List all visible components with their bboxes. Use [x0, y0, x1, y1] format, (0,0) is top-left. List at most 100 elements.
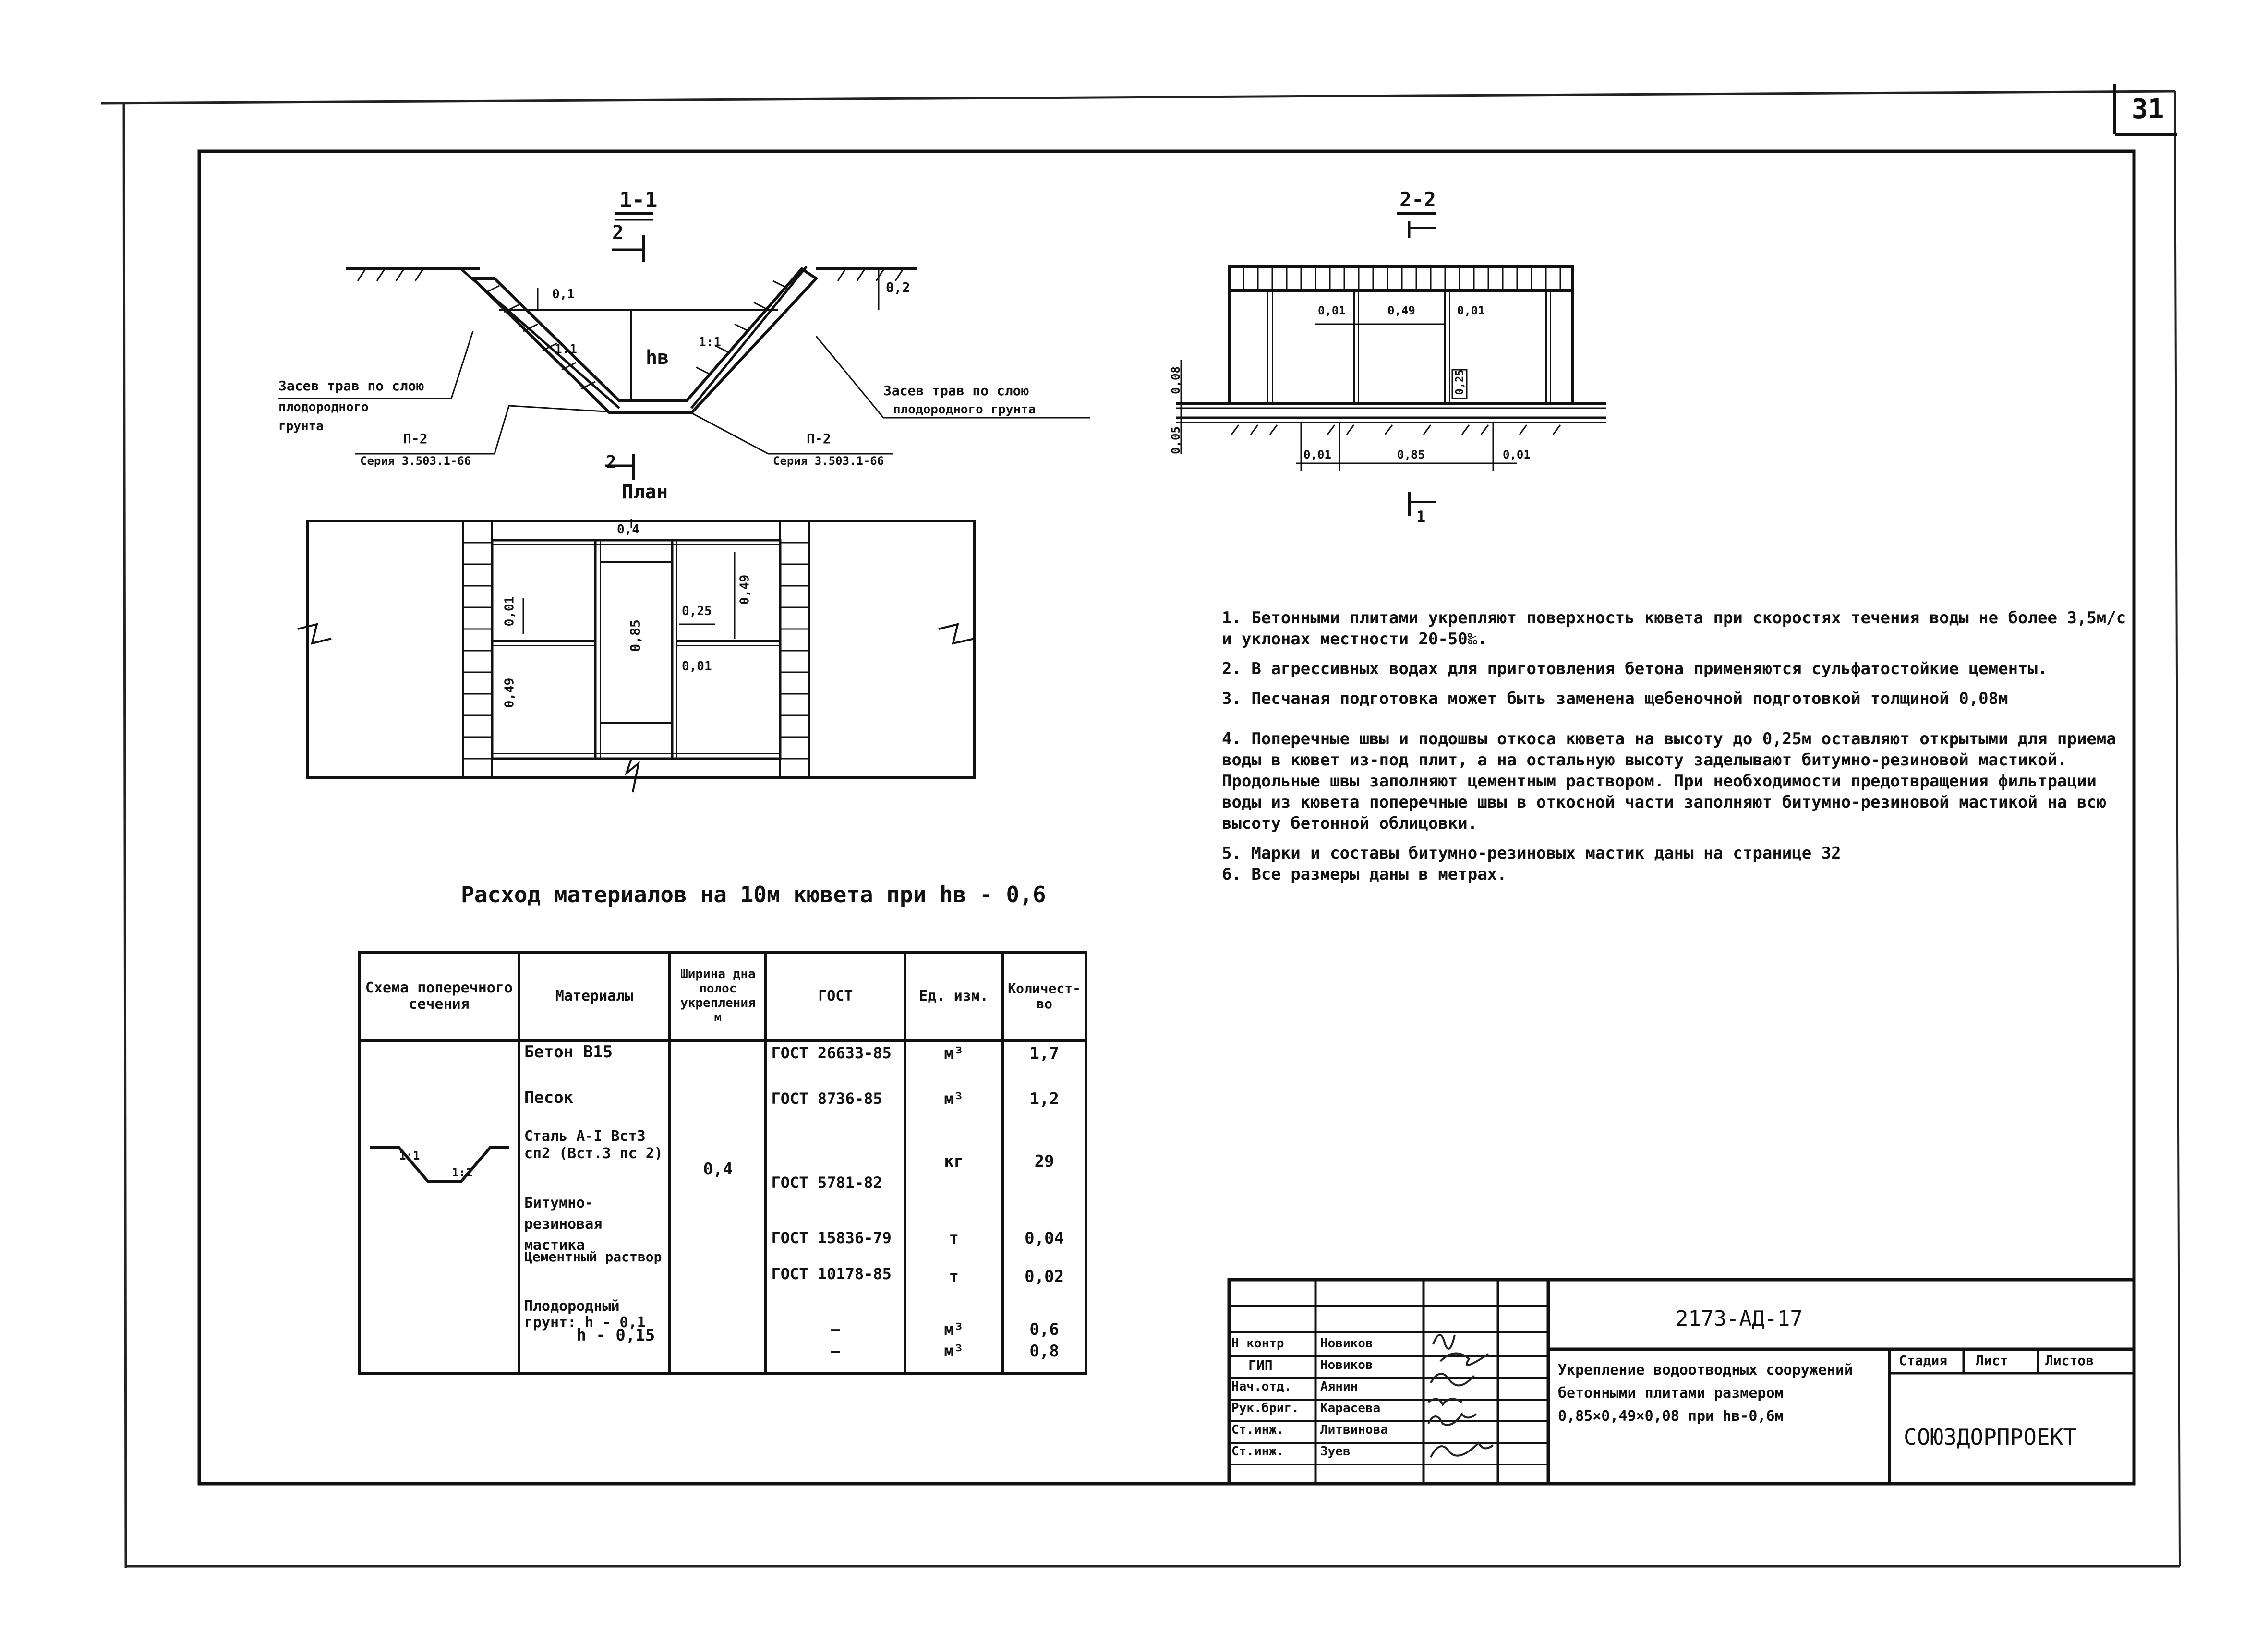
note-3: 3. Песчаная подготовка может быть замене… [1222, 689, 2008, 708]
note-2: 2. В агрессивных водах для приготовления… [1222, 659, 2048, 678]
left-grass-1: Засев трав по слою [278, 378, 424, 394]
right-grass-2: плодородного грунта [893, 402, 1036, 417]
qty-cell: 1,7 1,2 29 0,04 0,02 0,6 0,8 [1001, 1039, 1087, 1375]
stamp-description: Укрепление водоотводных сооружений бетон… [1558, 1362, 1853, 1425]
left-grass-3: грунта [278, 419, 324, 434]
qty-row-6: 0,6 [1029, 1320, 1059, 1339]
qty-row-3: 29 [1034, 1152, 1054, 1171]
right-grass-1: Засев трав по слою [883, 383, 1029, 399]
stamp-org: СОЮЗДОРПРОЕКТ [1904, 1424, 2077, 1450]
col-scheme: Схема поперечного сечения [358, 951, 520, 1042]
unit-row-6: м³ [944, 1320, 964, 1339]
qty-row-1: 1,7 [1029, 1044, 1059, 1063]
stamp-name-3: Аянин [1320, 1379, 1358, 1394]
scheme-cell: 1:1 1:1 [358, 1039, 520, 1375]
stamp-role-6: Ст.инж. [1231, 1444, 1284, 1459]
stamp-role-3: Нач.отд. [1231, 1379, 1292, 1394]
hv-label: hв [646, 347, 669, 369]
col-unit: Ед. изм. [904, 951, 1004, 1042]
stamp-name-5: Литвинова [1320, 1423, 1388, 1437]
qty-row-5: 0,02 [1025, 1267, 1064, 1286]
gost-row-7: — [831, 1342, 840, 1360]
unit-row-1: м³ [944, 1044, 964, 1063]
mat-row-1: Бетон В15 [524, 1042, 613, 1062]
page-number: 31 [2132, 94, 2164, 125]
unit-cell: м³ м³ кг т т м³ м³ [904, 1039, 1004, 1375]
unit-row-3: кг [944, 1152, 964, 1171]
col-materials: Материалы [517, 951, 672, 1042]
note-4: 4. Поперечные швы и подошвы откоса кювет… [1222, 729, 2116, 833]
qty-row-7: 0,8 [1029, 1342, 1059, 1361]
gost-row-3: ГОСТ 5781-82 [771, 1173, 882, 1192]
unit-row-2: м³ [944, 1089, 964, 1109]
plan-title: План [622, 481, 668, 503]
qty-row-4: 0,04 [1025, 1229, 1064, 1248]
s2-dim-0-01-a: 0,01 [1318, 304, 1346, 317]
s2-dim-0-49: 0,49 [1387, 304, 1415, 317]
gost-row-6: — [831, 1320, 840, 1338]
right-p2: П-2 [807, 431, 831, 447]
section-arrow-top: 2 [612, 222, 624, 244]
left-series: Серия 3.503.1-66 [360, 454, 471, 468]
slope-right: 1:1 [699, 335, 721, 350]
gost-cell: ГОСТ 26633-85 ГОСТ 8736-85 ГОСТ 5781-82 … [764, 1039, 907, 1375]
col-width: Ширина дна полос укрепления м [668, 951, 768, 1042]
mat-row-7: h - 0,15 [576, 1326, 655, 1345]
table-body-row: 1:1 1:1 Бетон В15 Песок Сталь А-I Вст3 с… [358, 1039, 1087, 1375]
stamp-role-1: Н контр [1231, 1336, 1284, 1351]
gost-row-1: ГОСТ 26633-85 [771, 1044, 892, 1062]
note-6: 6. Все размеры даны в метрах. [1222, 865, 1507, 884]
qty-row-2: 1,2 [1029, 1089, 1059, 1109]
stamp-role-4: Рук.бриг. [1231, 1401, 1299, 1415]
stamp-role-2: ГИП [1248, 1357, 1273, 1373]
scheme-slope-right: 1:1 [452, 1166, 473, 1179]
notes-block: 1. Бетонными плитами укрепляют поверхнос… [1222, 607, 2134, 894]
scheme-sketch [370, 1146, 509, 1183]
right-series: Серия 3.503.1-66 [773, 454, 884, 468]
mat-row-4: Битумно-резиновая мастика [524, 1195, 603, 1254]
stamp-code: 2173-АД-17 [1676, 1306, 1803, 1331]
section-arrow-bottom: 2 [606, 452, 616, 472]
mat-row-5: Цементный раствор [524, 1249, 662, 1265]
materials-cell: Бетон В15 Песок Сталь А-I Вст3 сп2 (Вст.… [517, 1039, 672, 1375]
table-title: Расход материалов на 10м кювета при hв -… [461, 882, 1046, 907]
section-arrow-1: 1 [1416, 508, 1426, 526]
slope-left: 1:1 [555, 342, 577, 357]
stamp-sheet: Лист [1976, 1353, 2008, 1368]
s2-dim-b-0-01-a: 0,01 [1303, 448, 1331, 461]
plan-dim-0-4: 0,4 [617, 522, 639, 537]
gost-row-4: ГОСТ 15836-79 [771, 1229, 892, 1247]
left-grass-2: плодородного [278, 400, 369, 414]
s2-dim-b-0-85: 0,85 [1397, 448, 1425, 461]
col-qty: Количест-во [1001, 951, 1087, 1042]
mat-row-6: Плодородный грунт: h - 0,1 [524, 1298, 646, 1331]
s2-dim-0-01-b: 0,01 [1457, 304, 1485, 317]
stamp-name-2: Новиков [1320, 1358, 1373, 1372]
section-2-2-label: 2-2 [1399, 188, 1436, 211]
dim-0-1: 0,1 [552, 287, 575, 302]
stamp-stage: Стадия [1899, 1353, 1948, 1368]
note-5: 5. Марки и составы битумно-резиновых мас… [1222, 844, 1841, 863]
s2-dim-b-0-01-b: 0,01 [1503, 448, 1531, 461]
dim-0-2: 0,2 [886, 279, 910, 295]
stamp-sheets: Листов [2045, 1353, 2094, 1368]
stamp-name-6: Зуев [1320, 1444, 1351, 1459]
table-header-row: Схема поперечного сечения Материалы Шири… [358, 951, 1087, 1042]
mat-row-2: Песок [524, 1088, 574, 1107]
scheme-slope-left: 1:1 [399, 1149, 420, 1162]
unit-row-4: т [949, 1229, 959, 1248]
mat-row-3: Сталь А-I Вст3 сп2 (Вст.3 пс 2) [524, 1128, 663, 1162]
unit-row-5: т [949, 1267, 959, 1286]
section-1-1-label: 1-1 [619, 188, 658, 212]
stamp-role-5: Ст.инж. [1231, 1423, 1284, 1437]
plan-dim-0-25: 0,25 [682, 604, 712, 618]
left-p2: П-2 [403, 431, 428, 447]
gost-row-2: ГОСТ 8736-85 [771, 1089, 882, 1108]
width-cell: 0,4 [668, 1039, 768, 1375]
